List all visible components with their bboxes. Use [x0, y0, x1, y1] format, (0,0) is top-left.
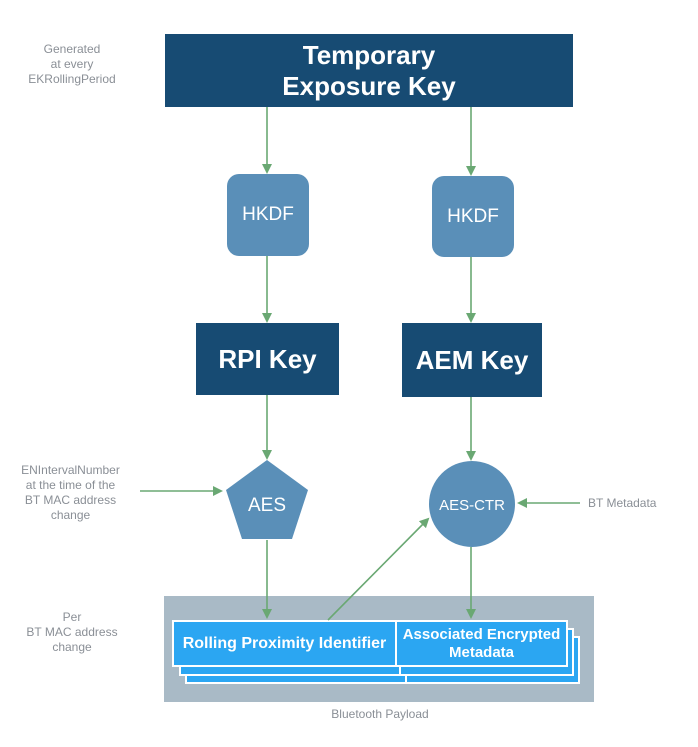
- temporary-key-line1: Temporary: [302, 39, 436, 70]
- aes-ctr-circle-node: [429, 461, 515, 547]
- bluetooth-payload-caption: Bluetooth Payload: [331, 707, 429, 721]
- hkdf-right-node: HKDF: [432, 176, 514, 257]
- per-note-line: change: [52, 640, 92, 654]
- temporary-exposure-key-node: Temporary Exposure Key: [165, 34, 573, 107]
- per-note-line: BT MAC address: [26, 625, 118, 639]
- per-note-line: Per: [62, 610, 82, 624]
- interval-note-line: ENIntervalNumber: [21, 463, 120, 477]
- aes-ctr-label: AES-CTR: [439, 497, 505, 514]
- temporary-key-note-line: Generated: [43, 42, 101, 56]
- aes-pentagon-node: [226, 460, 308, 539]
- interval-note-line: change: [50, 508, 91, 522]
- temporary-key-note-line: EKRollingPeriod: [28, 72, 116, 86]
- aes-label: AES: [248, 495, 286, 516]
- hkdf-left-node: HKDF: [227, 174, 309, 256]
- interval-note-line: BT MAC address: [24, 493, 117, 507]
- temporary-key-note-line: at every: [50, 57, 94, 71]
- associated-encrypted-metadata-card: Associated Encrypted Metadata: [395, 620, 568, 667]
- rolling-proximity-identifier-card: Rolling Proximity Identifier: [172, 620, 397, 667]
- aem-key-node: AEM Key: [402, 323, 542, 397]
- interval-note-line: at the time of the: [25, 478, 116, 492]
- aem-label-line2: Metadata: [448, 643, 515, 661]
- rolling-proximity-identifier-label: Rolling Proximity Identifier: [182, 634, 387, 652]
- rpi-key-node: RPI Key: [196, 323, 339, 395]
- per-change-note: Per BT MAC address change: [12, 610, 132, 655]
- bt-metadata-note: BT Metadata: [588, 496, 657, 510]
- temporary-key-line2: Exposure Key: [282, 70, 456, 101]
- aem-label-line1: Associated Encrypted: [402, 625, 561, 643]
- interval-number-note: ENIntervalNumber at the time of the BT M…: [8, 463, 133, 523]
- temporary-key-note: Generated at every EKRollingPeriod: [12, 42, 132, 87]
